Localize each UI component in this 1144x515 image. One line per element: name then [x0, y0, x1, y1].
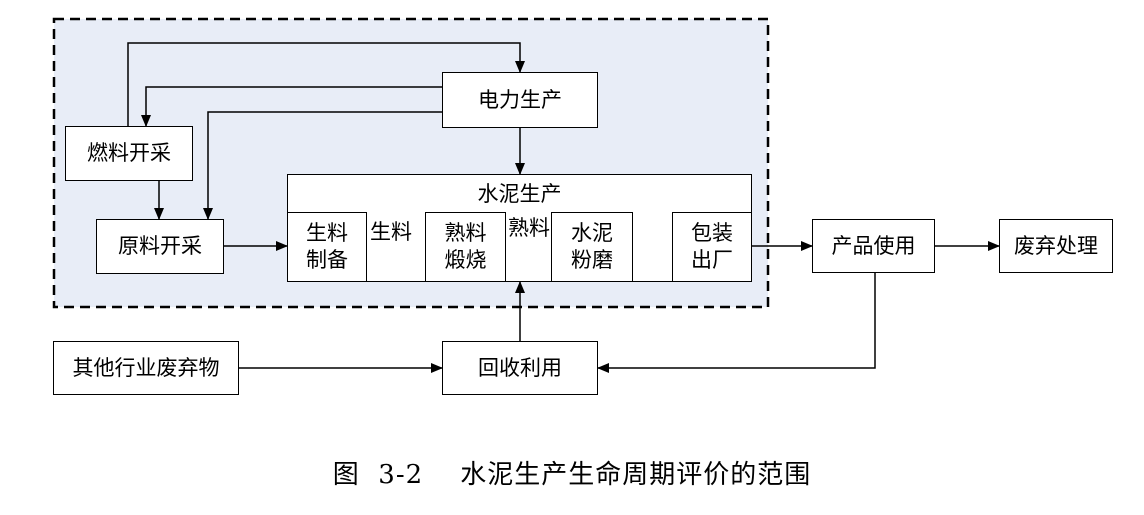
box-packing-dispatch: 包装 出厂: [672, 212, 752, 282]
box-raw-mining: 原料开采: [96, 219, 224, 274]
clinker-burning-line2: 煅烧: [444, 248, 487, 272]
cement-grinding-line1: 水泥: [571, 221, 613, 245]
box-recycling: 回收利用: [442, 341, 598, 395]
arrow-fuel-to-power: [127, 42, 525, 126]
box-clinker-burning: 熟料 煅烧: [425, 212, 506, 282]
caption-title: 水泥生产生命周期评价的范围: [460, 460, 812, 490]
packing-dispatch-line2: 出厂: [691, 248, 733, 272]
caption-number: 3-2: [378, 460, 424, 490]
arrow-use-to-recycling: [597, 273, 876, 373]
arrow-power-to-raw: [203, 111, 442, 220]
packing-dispatch-line1: 包装: [691, 221, 733, 245]
box-other-industry-waste: 其他行业废弃物: [53, 341, 239, 395]
box-power-production: 电力生产: [442, 72, 598, 128]
box-cement-grinding: 水泥 粉磨: [551, 212, 633, 282]
flow-label-raw-meal: 生料: [370, 220, 412, 244]
box-product-use: 产品使用: [812, 219, 935, 273]
box-cement-production: 水泥生产: [287, 174, 752, 214]
box-fuel-mining: 燃料开采: [65, 126, 193, 181]
arrow-power-to-fuel: [141, 86, 442, 127]
raw-meal-prep-line2: 制备: [306, 248, 348, 272]
box-disposal: 废弃处理: [999, 219, 1113, 273]
cement-grinding-line2: 粉磨: [571, 248, 613, 272]
figure-caption: 图 3-2 水泥生产生命周期评价的范围: [0, 454, 1144, 491]
flow-label-clinker: 熟料: [508, 216, 550, 240]
clinker-burning-line1: 熟料: [444, 221, 487, 245]
raw-meal-prep-line1: 生料: [306, 221, 348, 245]
box-raw-meal-prep: 生料 制备: [287, 212, 367, 282]
caption-prefix: 图: [332, 460, 360, 490]
